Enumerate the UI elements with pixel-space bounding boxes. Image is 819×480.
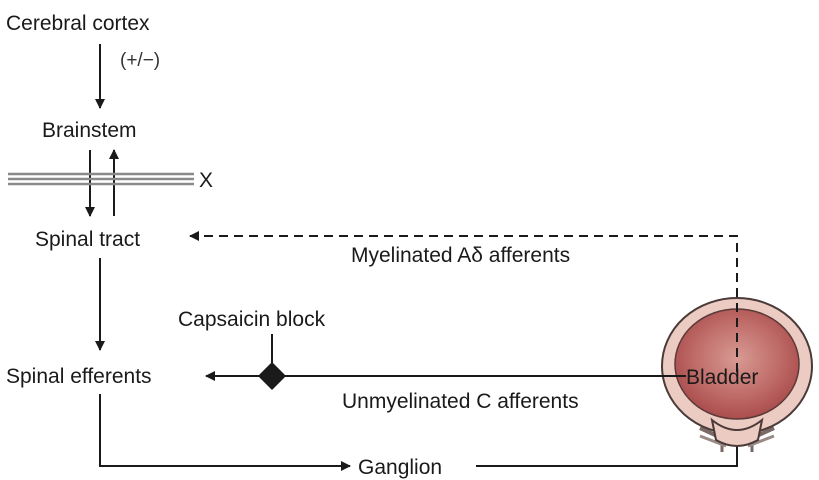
efferents-to-ganglion-arrow — [99, 394, 351, 471]
unmyelinated-afferents-label: Unmyelinated C afferents — [342, 390, 579, 413]
cerebral-cortex-label: Cerebral cortex — [6, 12, 150, 35]
modulation-label: (+/−) — [120, 50, 161, 71]
spinal-lesion-bars — [8, 172, 194, 186]
capsaicin-block-label: Capsaicin block — [178, 308, 326, 331]
lesion-label: X — [199, 169, 214, 192]
spinal-efferents-label: Spinal efferents — [6, 365, 152, 388]
spinal-tract-label: Spinal tract — [35, 228, 141, 251]
brainstem-label: Brainstem — [42, 119, 137, 142]
capsaicin-block-diamond — [258, 362, 286, 390]
myelinated-afferents-label: Myelinated Aδ afferents — [351, 244, 571, 267]
myelinated-afferents-path — [189, 231, 738, 372]
bladder-label: Bladder — [686, 366, 759, 389]
ganglion-label: Ganglion — [358, 456, 443, 479]
